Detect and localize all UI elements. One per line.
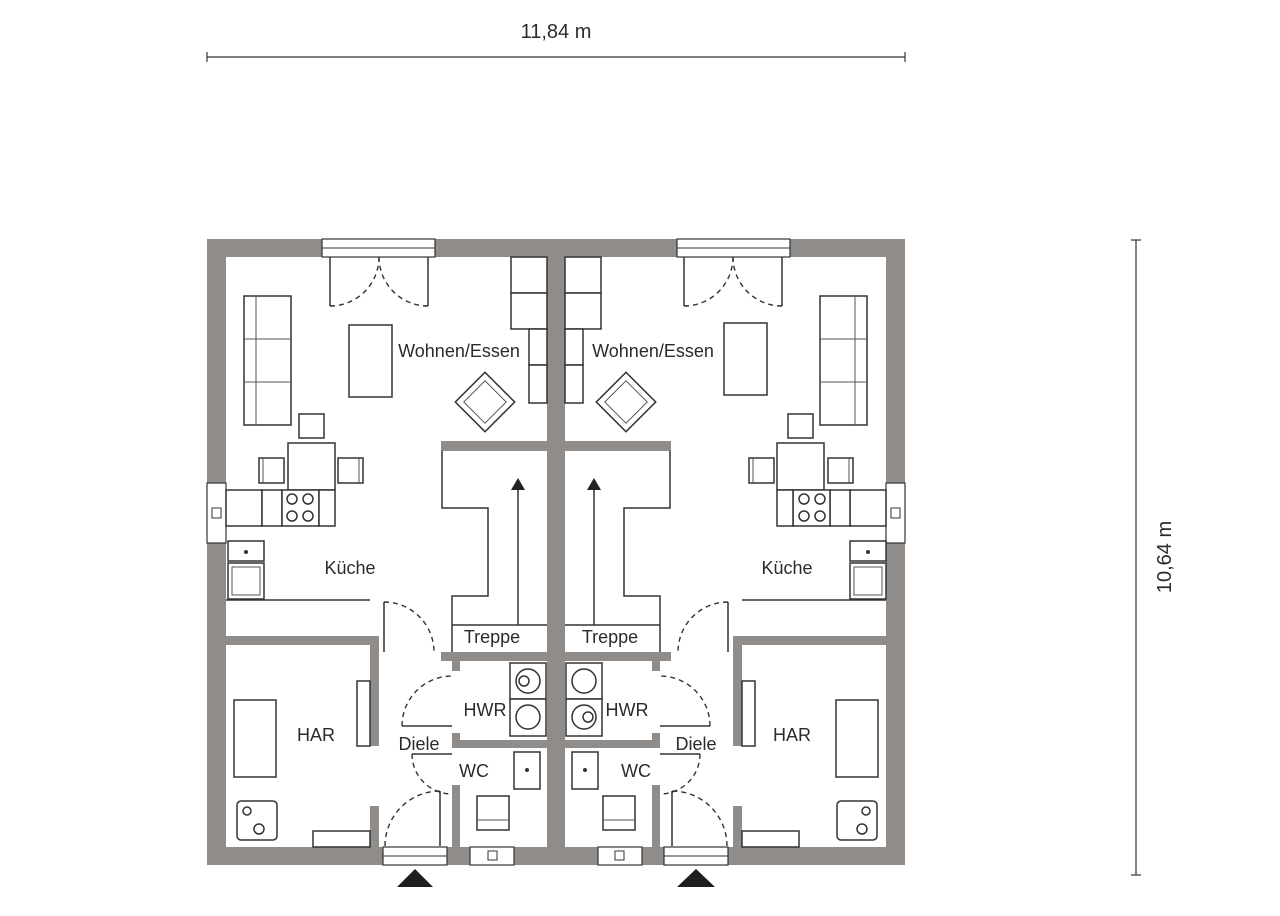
width-label: 11,84 m xyxy=(521,21,592,43)
doors xyxy=(329,256,783,847)
stairs-right xyxy=(565,451,671,652)
room-label-stairs-right: Treppe xyxy=(582,627,638,647)
room-label-storage-right: HAR xyxy=(773,725,811,745)
room-label-storage-left: HAR xyxy=(297,725,335,745)
entrance-arrow-right xyxy=(677,869,715,887)
entrance-arrow-left xyxy=(397,869,433,887)
width-dimension: 11,84 m xyxy=(206,21,906,62)
walls xyxy=(207,239,905,865)
room-label-kitchen-right: Küche xyxy=(761,558,812,578)
stairs-left xyxy=(441,451,547,652)
room-label-toilet-left: WC xyxy=(459,761,489,781)
room-label-toilet-right: WC xyxy=(621,761,651,781)
height-label: 10,64 m xyxy=(1154,521,1176,593)
room-label-living-left: Wohnen/Essen xyxy=(398,341,520,361)
room-label-utility-right: HWR xyxy=(606,700,649,720)
room-label-utility-left: HWR xyxy=(464,700,507,720)
furniture-left xyxy=(225,256,548,848)
room-label-hallway-left: Diele xyxy=(398,734,439,754)
height-dimension: 10,64 m xyxy=(1131,239,1176,876)
furniture-right xyxy=(564,256,887,848)
room-label-stairs-left: Treppe xyxy=(464,627,520,647)
room-label-hallway-right: Diele xyxy=(675,734,716,754)
room-label-living-right: Wohnen/Essen xyxy=(592,341,714,361)
room-label-kitchen-left: Küche xyxy=(324,558,375,578)
windows xyxy=(206,238,906,866)
